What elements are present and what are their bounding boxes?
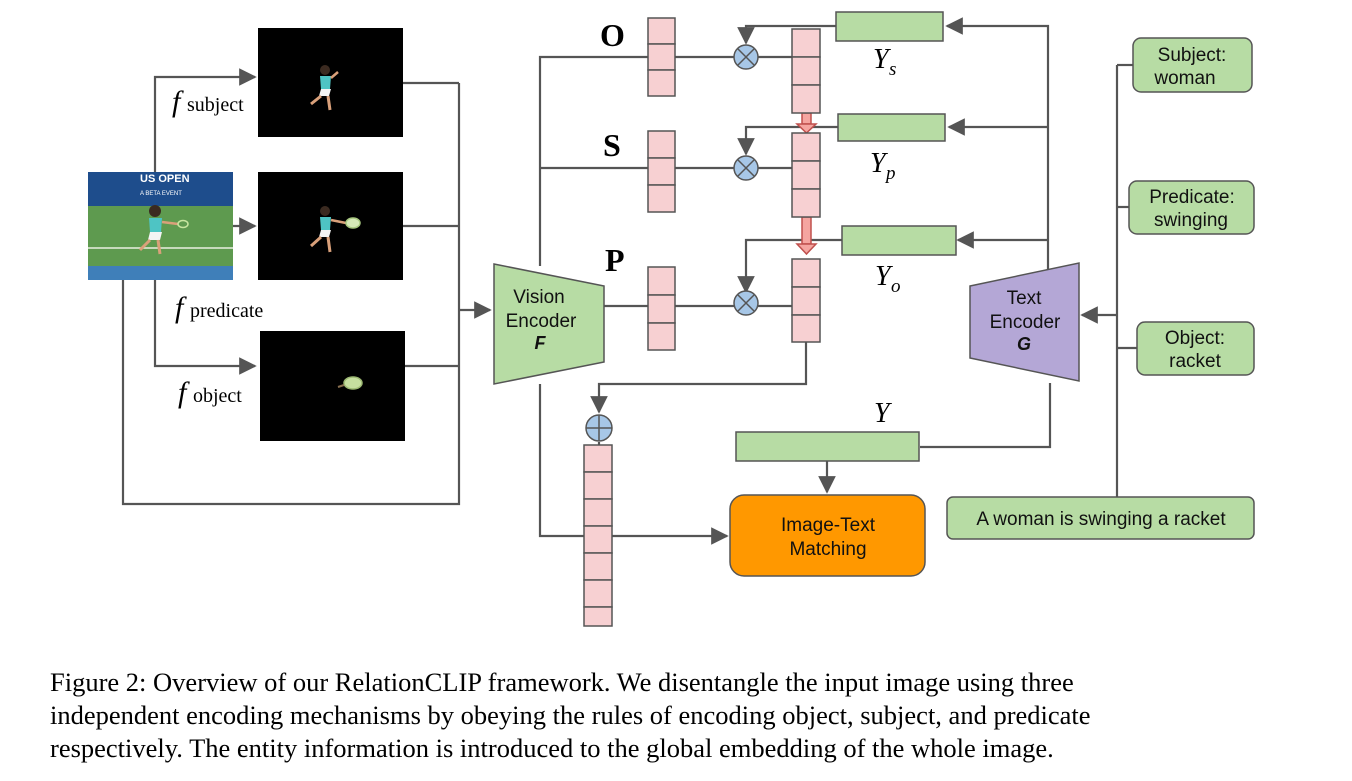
f-object-label: f object <box>178 376 242 409</box>
svg-text:Text: Text <box>1007 288 1043 309</box>
svg-text:s: s <box>889 59 896 80</box>
multiply-icon-p <box>733 290 759 316</box>
svg-text:Subject:: Subject: <box>1158 45 1227 66</box>
svg-text:Y: Y <box>873 44 892 75</box>
object-mask-image <box>260 331 405 441</box>
svg-text:o: o <box>891 276 901 297</box>
entity-stack-o <box>791 28 821 114</box>
sentence-text-box: A woman is swinging a racket <box>946 496 1255 540</box>
svg-text:subject: subject <box>187 94 244 116</box>
subject-text-box: Subject: woman <box>1132 37 1253 93</box>
f-subject-label: f subject <box>172 85 244 118</box>
label-y-global: Y <box>874 398 893 429</box>
photo-banner-text: US OPEN <box>140 173 190 185</box>
svg-text:Object:: Object: <box>1165 328 1225 349</box>
feature-stack-p <box>647 266 676 351</box>
svg-text:f: f <box>172 85 184 118</box>
object-text-box: Object: racket <box>1136 321 1255 376</box>
svg-text:f: f <box>175 291 187 324</box>
multiply-icon-s <box>733 155 759 181</box>
entity-stack-s <box>791 132 821 218</box>
svg-text:p: p <box>884 163 896 184</box>
svg-text:G: G <box>1017 334 1031 354</box>
svg-text:woman: woman <box>1153 68 1215 89</box>
photo-player-figure <box>138 205 189 255</box>
f-predicate-label: f predicate <box>175 291 263 324</box>
input-photo: US OPEN A BETA EVENT <box>88 172 233 280</box>
row-label-o: O <box>600 17 625 53</box>
label-y-p: Y p <box>870 148 896 184</box>
vision-encoder: Vision Encoder F <box>493 263 605 385</box>
multiply-icon-o <box>733 44 759 70</box>
text-embedding-bar-yp <box>837 113 946 142</box>
svg-text:Matching: Matching <box>789 539 866 560</box>
label-y-o: Y o <box>875 261 901 297</box>
svg-text:object: object <box>193 385 242 407</box>
image-text-matching-box: Image-Text Matching <box>729 494 926 577</box>
predicate-text-box: Predicate: swinging <box>1128 180 1255 235</box>
svg-text:f: f <box>178 376 190 409</box>
sum-icon <box>585 414 613 442</box>
text-encoder: Text Encoder G <box>969 262 1080 382</box>
text-embedding-bar-yo <box>841 225 957 256</box>
svg-text:Y: Y <box>870 148 889 179</box>
svg-text:racket: racket <box>1169 351 1221 372</box>
row-label-p: P <box>605 242 625 278</box>
entity-stack-p <box>791 258 821 343</box>
svg-text:Y: Y <box>875 261 894 292</box>
label-y-s: Y s <box>873 44 896 80</box>
global-embedding-stack <box>583 444 613 627</box>
subject-mask-image <box>258 28 403 137</box>
svg-text:F: F <box>535 333 547 353</box>
connector-lines <box>121 17 1137 545</box>
svg-text:predicate: predicate <box>190 300 263 322</box>
caption-line-3: respectively. The entity information is … <box>50 733 1054 763</box>
photo-banner-subtext: A BETA EVENT <box>140 191 182 197</box>
svg-text:Encoder: Encoder <box>990 312 1061 333</box>
global-text-embedding-bar <box>735 431 920 462</box>
text-embedding-bar-ys <box>835 11 944 42</box>
feature-stack-o <box>647 17 676 97</box>
caption-line-2: independent encoding mechanisms by obeyi… <box>50 700 1091 730</box>
figure-caption: Figure 2: Overview of our RelationCLIP f… <box>50 666 1320 765</box>
svg-text:Encoder: Encoder <box>506 311 577 332</box>
svg-text:Predicate:: Predicate: <box>1149 187 1235 208</box>
row-label-s: S <box>603 127 621 163</box>
feature-stack-s <box>647 130 676 213</box>
predicate-mask-image <box>258 172 403 280</box>
caption-line-1: Figure 2: Overview of our RelationCLIP f… <box>50 667 1074 697</box>
svg-text:swinging: swinging <box>1154 210 1228 231</box>
svg-text:A woman is swinging a racket: A woman is swinging a racket <box>976 509 1226 530</box>
svg-text:Vision: Vision <box>513 287 564 308</box>
svg-text:Image-Text: Image-Text <box>781 515 876 536</box>
